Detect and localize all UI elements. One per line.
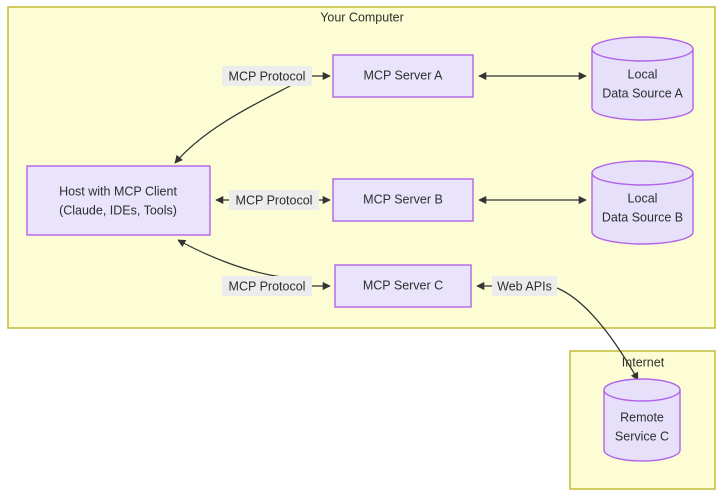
node-server-a[interactable]: MCP Server A	[332, 54, 474, 98]
server-b-box[interactable]	[332, 178, 474, 222]
data-source-b-body[interactable]	[591, 172, 694, 245]
your-computer-label: Your Computer	[320, 10, 404, 24]
edge-curve-server-c-host	[177, 239, 283, 278]
web-apis-chip	[492, 276, 557, 296]
web-apis-text: Web APIs	[497, 279, 552, 293]
edge-server-a-to-host	[174, 85, 291, 164]
server-c-label: MCP Server C	[363, 278, 443, 292]
edge-label-mcp-protocol-c: MCP Protocol	[222, 276, 312, 296]
node-host[interactable]: Host with MCP Client (Claude, IDEs, Tool…	[26, 165, 211, 236]
remote-service-c-label-line1: Remote	[620, 410, 664, 424]
server-c-box[interactable]	[334, 264, 472, 308]
mcp-protocol-b-text: MCP Protocol	[236, 193, 313, 207]
data-source-a-body[interactable]	[591, 48, 694, 121]
edge-curve-server-c-remote	[556, 287, 639, 381]
node-remote-service-c[interactable]: Remote Service C	[603, 378, 681, 462]
server-b-label: MCP Server B	[363, 192, 443, 206]
host-label-line1: Host with MCP Client	[59, 184, 177, 198]
internet-label: Internet	[622, 355, 665, 369]
edge-label-mcp-protocol-b: MCP Protocol	[229, 190, 319, 210]
internet-box	[569, 350, 716, 490]
node-data-source-a[interactable]: Local Data Source A	[591, 36, 694, 121]
mcp-protocol-c-chip	[222, 276, 312, 296]
data-source-b-label-line1: Local	[628, 191, 658, 205]
container-internet: Internet	[569, 350, 716, 490]
mcp-protocol-a-chip	[222, 66, 312, 86]
data-source-b-label-line2: Data Source B	[602, 210, 683, 224]
mcp-protocol-b-chip	[229, 190, 319, 210]
server-a-box[interactable]	[332, 54, 474, 98]
node-data-source-b[interactable]: Local Data Source B	[591, 160, 694, 245]
node-server-b[interactable]: MCP Server B	[332, 178, 474, 222]
data-source-a-label-line1: Local	[628, 67, 658, 81]
mcp-protocol-a-text: MCP Protocol	[229, 69, 306, 83]
remote-service-c-top	[603, 378, 681, 402]
edge-label-web-apis: Web APIs	[492, 276, 557, 296]
mcp-protocol-c-text: MCP Protocol	[229, 279, 306, 293]
remote-service-c-label-line2: Service C	[615, 429, 669, 443]
remote-service-c-body[interactable]	[603, 389, 681, 462]
server-a-label: MCP Server A	[364, 68, 444, 82]
edge-label-mcp-protocol-a: MCP Protocol	[222, 66, 312, 86]
data-source-a-top	[591, 36, 694, 62]
data-source-b-top	[591, 160, 694, 186]
edge-server-c-to-remote-service	[556, 287, 639, 381]
host-box[interactable]	[26, 165, 211, 236]
host-label-line2: (Claude, IDEs, Tools)	[59, 203, 177, 217]
node-server-c[interactable]: MCP Server C	[334, 264, 472, 308]
edge-curve-server-a-host	[174, 85, 291, 164]
data-source-a-label-line2: Data Source A	[602, 86, 683, 100]
edge-server-c-to-host	[177, 239, 283, 278]
